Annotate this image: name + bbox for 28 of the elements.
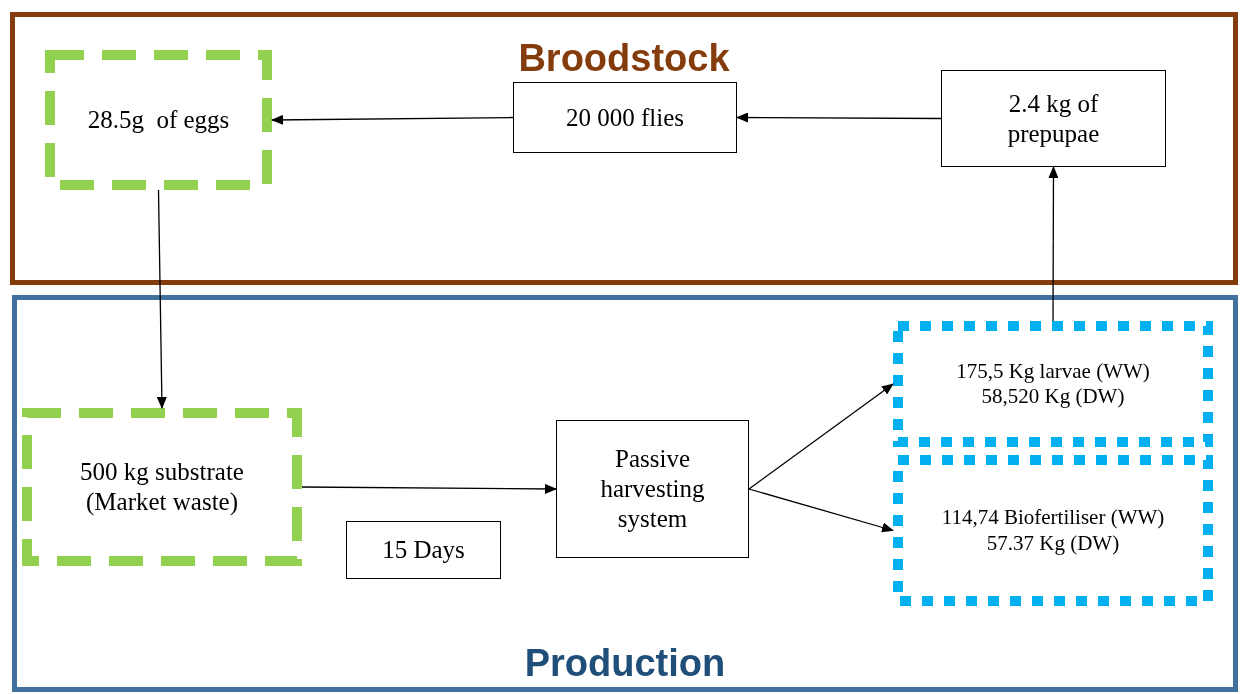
node-text: 500 kg substrate (Market waste) [79,457,245,517]
node-text: Passive harvesting system [599,444,706,534]
node-text: 175,5 Kg larvae (WW) [956,358,1150,384]
node-text: 2.4 kg of prepupae [1006,88,1101,149]
process-box [556,420,749,558]
dotted-box [893,321,1213,447]
group-frame [10,12,1238,285]
process-box [346,521,501,579]
group-title: Broodstock [517,37,731,80]
arrow [271,114,514,125]
node-text: 20 000 flies [565,102,684,133]
node-text: 114,74 Biofertiliser (WW) [941,505,1165,531]
arrow [736,112,942,123]
group-frame [12,295,1238,692]
node-text: 15 Days [382,535,465,565]
arrow [301,483,557,494]
group-title: Production [523,642,727,685]
dashed-box [45,50,272,190]
process-box [941,70,1166,167]
node-text: 58,520 Kg (DW) [981,384,1125,410]
arrow [748,488,894,533]
node-text: 28.5g of eggs [87,105,230,135]
arrow [1048,166,1059,322]
node-text: 57.37 Kg (DW) [986,530,1120,556]
process-box [513,82,737,153]
arrow [156,189,167,409]
dashed-box [22,408,302,566]
arrow [748,383,894,490]
